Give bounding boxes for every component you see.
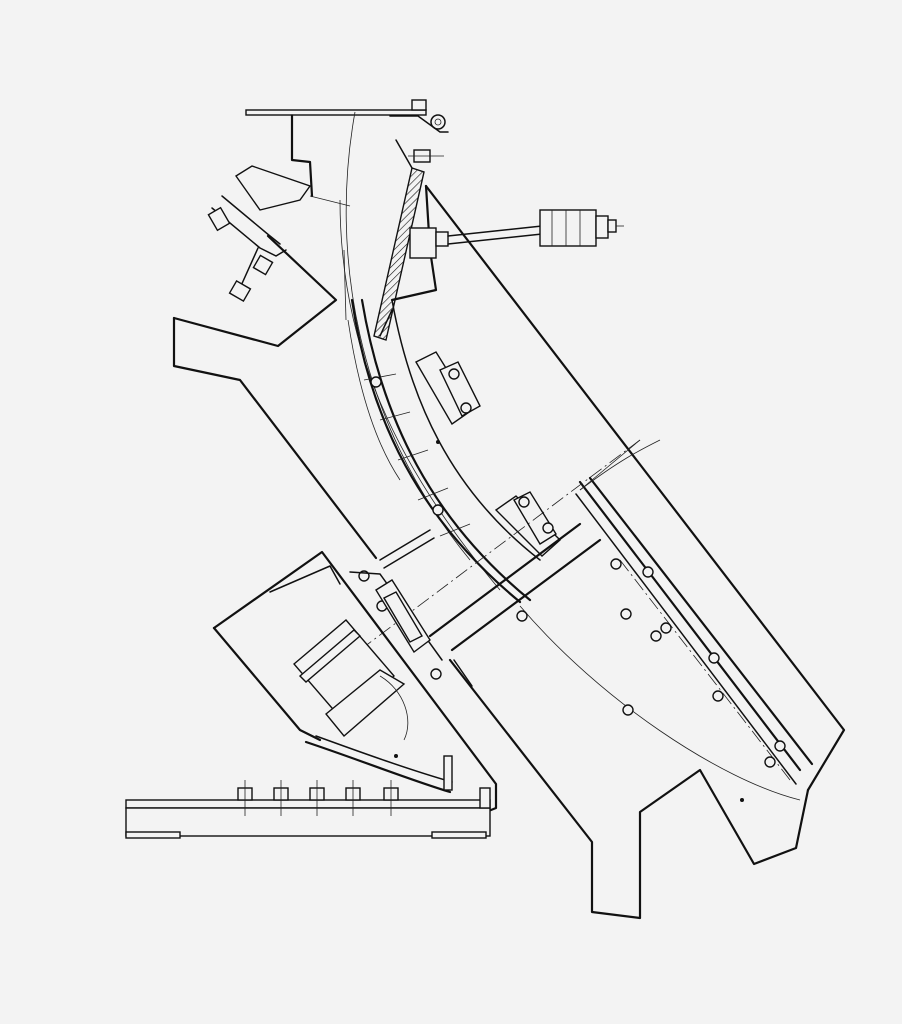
inspection-flap-upper (415, 351, 481, 426)
motor-housing (212, 550, 498, 814)
bolt-pattern (358, 376, 786, 822)
base-plate (125, 780, 491, 839)
deflector-plate (373, 139, 425, 341)
left-upper-bracket (207, 165, 312, 303)
counterweight-assembly (409, 209, 624, 259)
chute-body (172, 112, 846, 920)
struts (309, 195, 473, 687)
top-flange (245, 99, 449, 163)
curved-liners (339, 111, 541, 604)
discharge-section (359, 439, 814, 801)
